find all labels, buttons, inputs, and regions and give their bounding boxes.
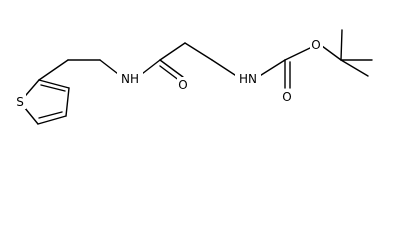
- bond-carbonyl-o-double: [159, 65, 181, 82]
- atom-label-carbamate-hn: HN: [239, 72, 257, 86]
- bond-hn-c: [257, 59, 286, 78]
- atom-label-carbamate-o-ester: O: [311, 38, 320, 52]
- bond-c2-c3: [38, 79, 70, 89]
- bond-o-tbu: [321, 45, 342, 61]
- bond-c4-c5-double: [38, 111, 63, 119]
- atom-label-amide-nh: NH: [121, 72, 139, 86]
- thiophene-ring: [19, 79, 70, 125]
- bond-carbonyl-ch2: [159, 42, 186, 61]
- bond-tbu-methyl-up: [340, 29, 343, 61]
- bond-ring-ch2: [38, 59, 69, 81]
- atom-label-sulfur: S: [16, 95, 24, 109]
- bond-c-o-ester: [284, 47, 311, 61]
- bond-ch2-ch2-b: [184, 42, 213, 61]
- molecule-structure-diagram: S NH O HN O O: [16, 29, 373, 125]
- bond-ch2-hn: [211, 59, 239, 78]
- atom-label-carbamate-o-double: O: [282, 90, 291, 104]
- bond-carbonyl-o: [159, 59, 184, 78]
- bond-c4-c5: [37, 115, 67, 125]
- atom-label-amide-o: O: [178, 78, 187, 92]
- bond-c3-c4: [65, 87, 70, 117]
- bond-c3-c3-double: [40, 84, 66, 92]
- bond-tbu-methyl-down: [340, 59, 369, 77]
